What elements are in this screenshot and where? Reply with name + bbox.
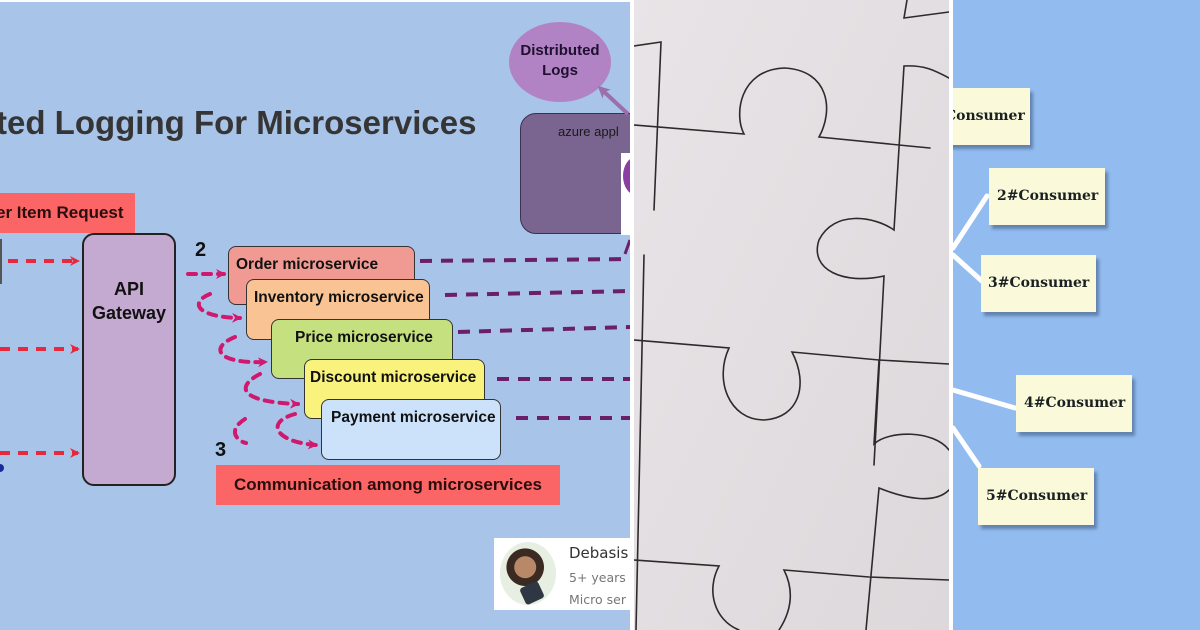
client-box-edge <box>0 239 2 284</box>
communication-label: Communication among microservices <box>216 465 560 505</box>
author-avatar <box>500 542 556 605</box>
author-name: Debasis <box>569 544 629 562</box>
consumer-box-1: Consumer <box>953 88 1030 145</box>
consumer-box-2: 2#Consumer <box>989 168 1105 225</box>
consumer-box-3: 3#Consumer <box>981 255 1096 312</box>
logs-label-line2: Logs <box>542 62 578 79</box>
puzzle-piece-outlines <box>634 0 949 630</box>
blue-arrow-tip <box>0 464 4 472</box>
consumer-connectors <box>953 193 1018 469</box>
microservices-logging-diagram: ted Logging For Microservices er Item Re… <box>0 0 630 630</box>
diagram-title: ted Logging For Microservices <box>0 104 477 141</box>
azure-label: azure appl <box>558 124 619 139</box>
azure-app-insights-box: azure appl <box>520 113 630 235</box>
consumer-box-4: 4#Consumer <box>1016 375 1132 432</box>
gateway-label-line2: Gateway <box>91 303 167 323</box>
author-experience: 5+ years <box>569 570 626 585</box>
azure-logo-area <box>621 153 630 235</box>
author-role: Micro ser <box>569 592 626 607</box>
author-profile-card: Debasis 5+ years Micro ser <box>494 538 630 610</box>
diagram-arrows <box>0 85 630 472</box>
consumers-diagram: Consumer 2#Consumer 3#Consumer 4#Consume… <box>953 0 1200 630</box>
consumer-box-5: 5#Consumer <box>978 468 1094 525</box>
gateway-label-line1: API <box>113 279 144 299</box>
distributed-logs-ellipse: Distributed Logs <box>509 22 611 102</box>
app-insights-logo-icon <box>623 157 630 195</box>
jigsaw-puzzle-image <box>634 0 949 630</box>
step-number-2: 2 <box>195 239 207 261</box>
step-number-3: 3 <box>215 439 227 461</box>
order-item-request-label: er Item Request <box>0 193 135 233</box>
payment-microservice-box: Payment microservice <box>321 399 501 460</box>
logs-label-line1: Distributed <box>520 42 600 59</box>
api-gateway-box: API Gateway <box>82 233 176 486</box>
